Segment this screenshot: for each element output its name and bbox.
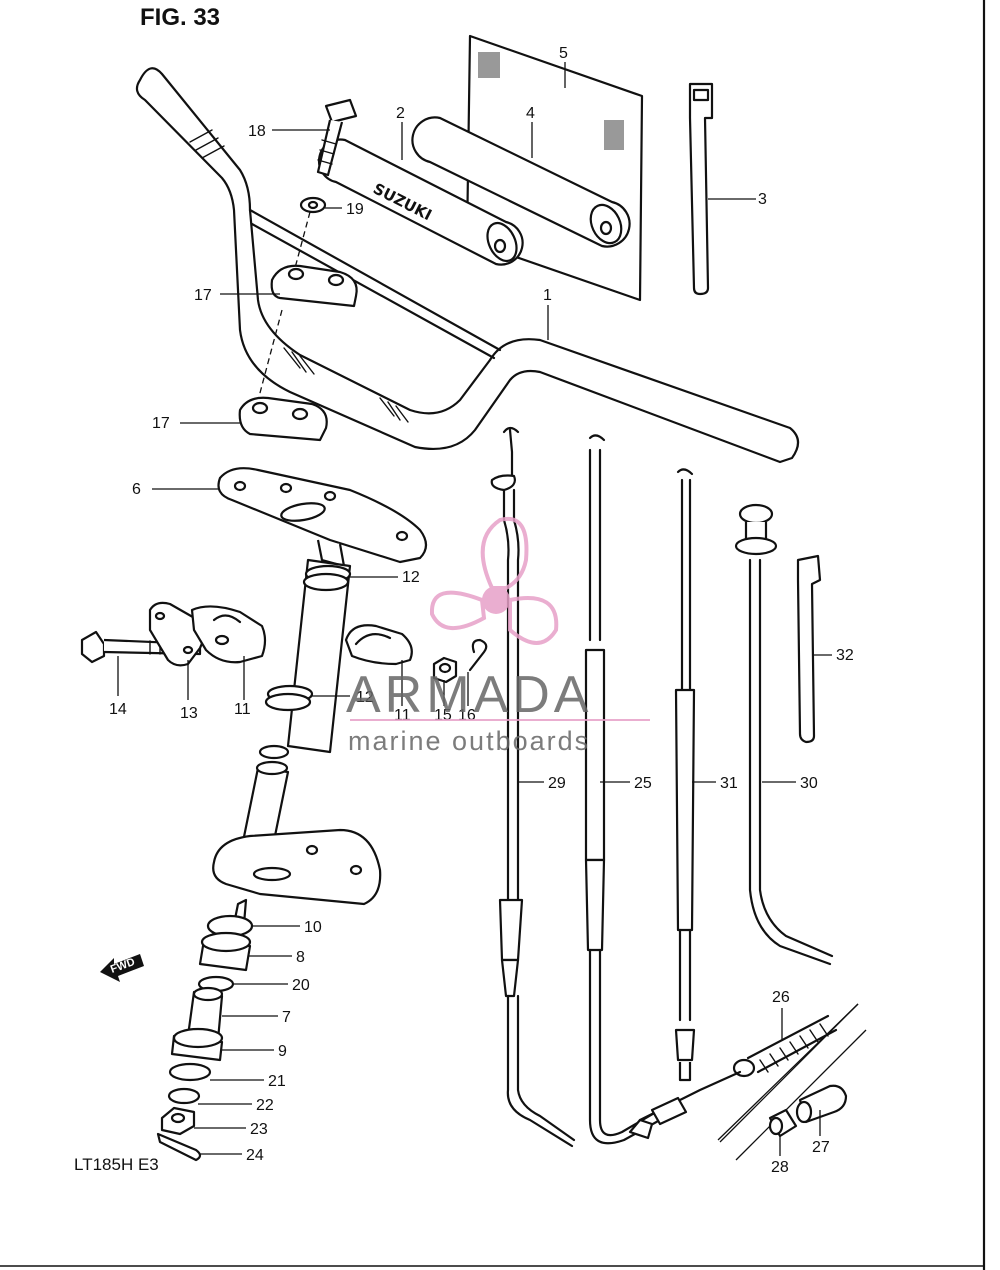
assembly-guide-line-upper	[719, 1003, 859, 1143]
leader-lines	[117, 62, 832, 1156]
callout-21: 21	[268, 1073, 286, 1090]
callout-31: 31	[720, 775, 738, 792]
callout-12-upper: 12	[402, 569, 420, 586]
part-cable-end	[628, 1070, 742, 1140]
callout-11-left: 11	[234, 701, 251, 718]
callout-3: 3	[758, 191, 767, 208]
callout-25: 25	[634, 775, 652, 792]
part-bolt-18	[316, 98, 358, 177]
part-nut-15	[432, 656, 458, 684]
watermark: ARMADA marine outboards	[346, 516, 650, 756]
callout-20: 20	[292, 977, 310, 994]
part-strap	[688, 82, 714, 296]
callout-19: 19	[346, 201, 364, 218]
callout-32: 32	[836, 647, 854, 664]
part-cable-25	[584, 434, 662, 1145]
callout-1: 1	[543, 287, 552, 304]
watermark-name: ARMADA	[346, 666, 592, 724]
part-holder-11-right	[344, 624, 413, 666]
callout-8: 8	[296, 949, 305, 966]
part-steering-shaft-upper	[258, 558, 352, 760]
callout-23: 23	[250, 1121, 268, 1138]
part-cotter-pin-16	[468, 638, 488, 672]
callout-18: 18	[248, 123, 266, 140]
model-label: LT185H E3	[74, 1155, 159, 1174]
assembly-guide-line-lower	[735, 1029, 867, 1161]
callout-9: 9	[278, 1043, 287, 1060]
part-washer-21	[168, 1062, 212, 1082]
part-suzuki-pad: SUZUKI	[317, 138, 524, 266]
part-lower-bracket	[212, 828, 382, 906]
part-holder-11-left	[190, 605, 267, 664]
callout-numbers: 1 2 3 4 5 6 7 8 9 10 11 11 12 12 13 14 1…	[109, 45, 854, 1176]
part-crossbar-pad	[411, 116, 631, 248]
part-strap-32	[796, 554, 822, 744]
callout-7: 7	[282, 1009, 291, 1026]
part-bearing-9	[170, 1027, 224, 1062]
callout-30: 30	[800, 775, 818, 792]
figure-title: FIG. 33	[140, 4, 220, 31]
part-bearing-8	[198, 931, 252, 972]
callout-29: 29	[548, 775, 566, 792]
callout-4: 4	[526, 105, 535, 122]
part-clamp-upper	[270, 264, 358, 308]
part-cotter-pin-24	[156, 1132, 202, 1162]
part-cable-30	[734, 503, 834, 966]
callout-17-lower: 17	[152, 415, 170, 432]
part-handlebar	[135, 67, 800, 464]
part-nut-23	[160, 1106, 196, 1136]
part-clamp-lower	[238, 396, 328, 442]
part-collar-28	[768, 1108, 798, 1138]
callout-24: 24	[246, 1147, 264, 1164]
part-washer-22	[167, 1087, 201, 1105]
callout-12-lower: 12	[356, 689, 374, 706]
callout-13: 13	[180, 705, 198, 722]
callout-14: 14	[109, 701, 127, 718]
callout-28: 28	[771, 1159, 789, 1176]
callout-2: 2	[396, 105, 405, 122]
callout-17-upper: 17	[194, 287, 212, 304]
part-spring-26	[732, 1014, 838, 1078]
callout-27: 27	[812, 1139, 830, 1156]
part-pin-27	[795, 1084, 848, 1124]
callout-5: 5	[559, 45, 568, 62]
callout-10: 10	[304, 919, 322, 936]
callout-26: 26	[772, 989, 790, 1006]
part-upper-bracket	[217, 467, 428, 568]
armada-propeller-logo	[429, 516, 559, 645]
fwd-direction-arrow: FWD	[100, 954, 144, 982]
callout-22: 22	[256, 1097, 274, 1114]
callout-6: 6	[132, 481, 141, 498]
part-cable-31	[674, 468, 696, 1082]
watermark-tagline: marine outboards	[348, 726, 590, 756]
